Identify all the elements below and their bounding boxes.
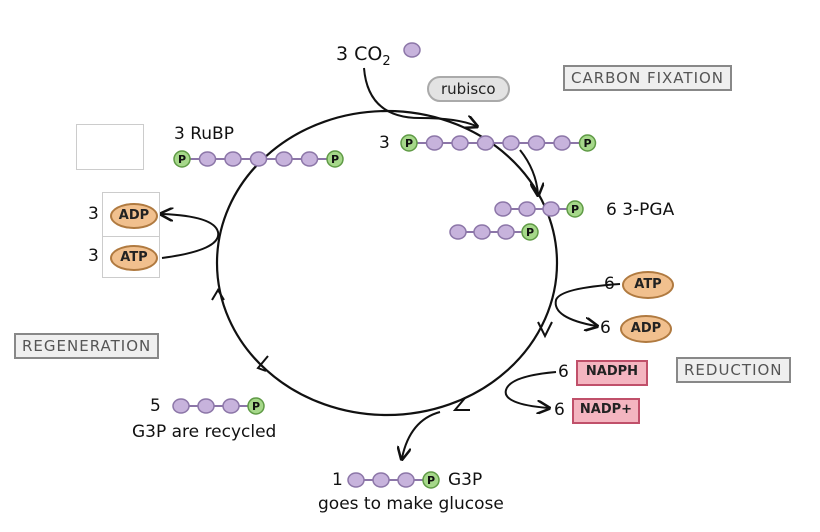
- carbon-atom: [449, 224, 467, 240]
- ribp-text: RuBP: [190, 124, 234, 144]
- phosphate-atom: [247, 397, 265, 415]
- recycled-g3p-molecule: P: [172, 397, 265, 415]
- co2-carbon: [403, 42, 421, 58]
- output-arrow: [402, 411, 441, 458]
- regen-arrow: [162, 214, 220, 259]
- carbon-atom: [425, 135, 444, 151]
- carbon-atom: [473, 224, 491, 240]
- output-name: G3P: [448, 470, 483, 490]
- pga-molecule-top: P: [494, 200, 584, 218]
- nadp-box: NADP+: [572, 398, 640, 424]
- phosphate-atom: [326, 150, 344, 168]
- regen-atp: ATP: [110, 245, 158, 271]
- carbon-atom: [502, 135, 520, 151]
- pga-coef: 6: [606, 200, 617, 220]
- cycle-arrow-bottom-left: [256, 355, 269, 372]
- carbon-atom: [497, 224, 515, 240]
- split-arrow: [519, 149, 538, 194]
- pga-molecule-bottom: P: [449, 223, 539, 241]
- carbon-atom: [172, 398, 190, 414]
- cycle-arrow-right: [537, 321, 553, 339]
- carbon-atom: [347, 472, 365, 488]
- pga-label: 6 3-PGA: [606, 200, 674, 220]
- cycle-ring: [215, 109, 559, 417]
- carbon-atom: [451, 135, 469, 151]
- nadph-coef: 6: [558, 362, 569, 382]
- pga-text: 3-PGA: [622, 200, 675, 220]
- carbon-atom: [518, 201, 536, 217]
- carbon-atom: [222, 398, 240, 414]
- output-g3p-molecule: P: [347, 471, 440, 489]
- cycle-arrow-left: [211, 288, 225, 301]
- phosphate-label: P: [427, 474, 435, 487]
- carbon-atom: [372, 472, 390, 488]
- atp-adp-arrow: [554, 283, 621, 326]
- reduction-adp: ADP: [620, 315, 672, 343]
- output-label: goes to make glucose: [318, 494, 504, 514]
- phosphate-atom: [578, 134, 597, 152]
- reduction-adp-coef: 6: [600, 318, 611, 338]
- phosphate-atom: [400, 134, 418, 152]
- ribp-coef: 3: [174, 124, 185, 144]
- carbon-atom: [224, 151, 242, 167]
- co2-text: CO: [354, 43, 383, 65]
- six-carbon-coef: 3: [379, 133, 390, 153]
- phosphate-atom: [521, 223, 539, 241]
- co2-arrow: [363, 67, 476, 126]
- phosphate-label: P: [331, 153, 339, 166]
- carbon-atom: [476, 135, 495, 151]
- carbon-atom: [249, 151, 268, 167]
- stage-carbon-fixation: CARBON FIXATION: [563, 65, 733, 91]
- reduction-atp: ATP: [622, 271, 674, 299]
- phosphate-label: P: [583, 137, 591, 150]
- carbon-atom: [275, 151, 293, 167]
- co2-subscript: 2: [382, 53, 391, 69]
- carbon-atom: [198, 151, 217, 167]
- stage-reduction: REDUCTION: [676, 357, 791, 383]
- nadp-coef: 6: [554, 400, 565, 420]
- phosphate-atom: [173, 150, 191, 168]
- regen-adp: ADP: [110, 203, 158, 229]
- carbon-atom: [553, 135, 571, 151]
- phosphate-atom: [566, 200, 584, 218]
- recycled-coef: 5: [150, 396, 161, 416]
- blank-box: [76, 124, 144, 170]
- phosphate-label: P: [526, 226, 534, 239]
- phosphate-label: P: [252, 400, 260, 413]
- output-coef: 1: [332, 470, 343, 490]
- co2-label: 3 CO2: [336, 44, 391, 72]
- phosphate-label: P: [178, 153, 186, 166]
- carbon-atom: [527, 135, 546, 151]
- regen-atp-coef: 3: [88, 246, 99, 266]
- recycled-label: G3P are recycled: [132, 422, 277, 442]
- carbon-atom: [300, 151, 319, 167]
- carbon-atom: [197, 398, 215, 414]
- stage-regeneration: REGENERATION: [14, 333, 160, 359]
- phosphate-label: P: [405, 137, 413, 150]
- phosphate-atom: [422, 471, 440, 489]
- cycle-arrow-bottom: [452, 397, 470, 411]
- regen-adp-coef: 3: [88, 204, 99, 224]
- phosphate-label: P: [571, 203, 579, 216]
- ribp-label: 3 RuBP: [174, 124, 234, 144]
- carbon-atom: [397, 472, 415, 488]
- co2-coef: 3: [336, 43, 349, 65]
- carbon-atom: [494, 201, 512, 217]
- reduction-atp-coef: 6: [604, 274, 615, 294]
- carbon-atom: [542, 201, 560, 217]
- rubisco-enzyme: rubisco: [427, 76, 510, 102]
- nadph-arrow: [504, 371, 557, 408]
- nadph-box: NADPH: [576, 360, 648, 386]
